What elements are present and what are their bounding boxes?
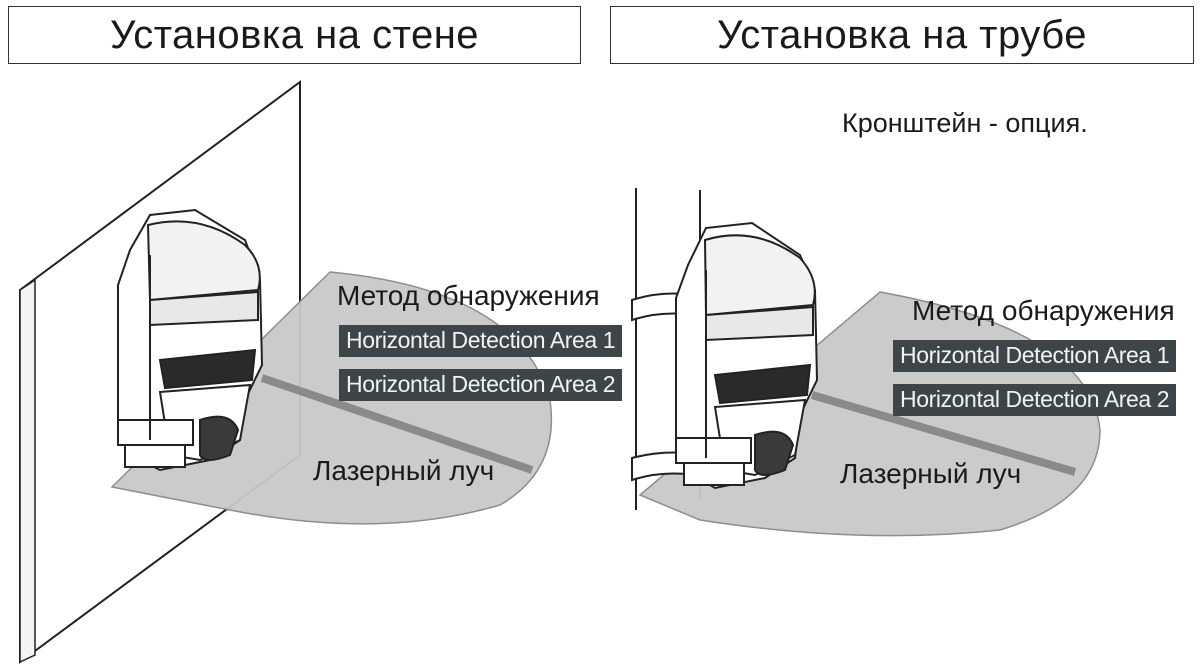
laser-label-left: Лазерный луч <box>313 455 495 486</box>
method-label-right: Метод обнаружения <box>912 295 1175 326</box>
area1-tag-right: Horizontal Detection Area 1 <box>893 340 1177 373</box>
title-wall-mount: Установка на стене <box>8 6 581 64</box>
title-pipe-mount: Установка на трубе <box>610 6 1194 64</box>
sensor-device-right <box>675 221 819 490</box>
sensor-device-left <box>117 208 264 472</box>
area2-tag-right: Horizontal Detection Area 2 <box>893 384 1177 417</box>
bracket-option-note: Кронштейн - опция. <box>842 108 1088 138</box>
area1-tag-left: Horizontal Detection Area 1 <box>339 325 623 358</box>
laser-beam-left <box>260 374 534 474</box>
method-label-left: Метод обнаружения <box>337 280 600 311</box>
laser-label-right: Лазерный луч <box>840 458 1022 489</box>
area2-tag-left: Horizontal Detection Area 2 <box>339 369 623 402</box>
laser-beam-right <box>810 391 1077 476</box>
